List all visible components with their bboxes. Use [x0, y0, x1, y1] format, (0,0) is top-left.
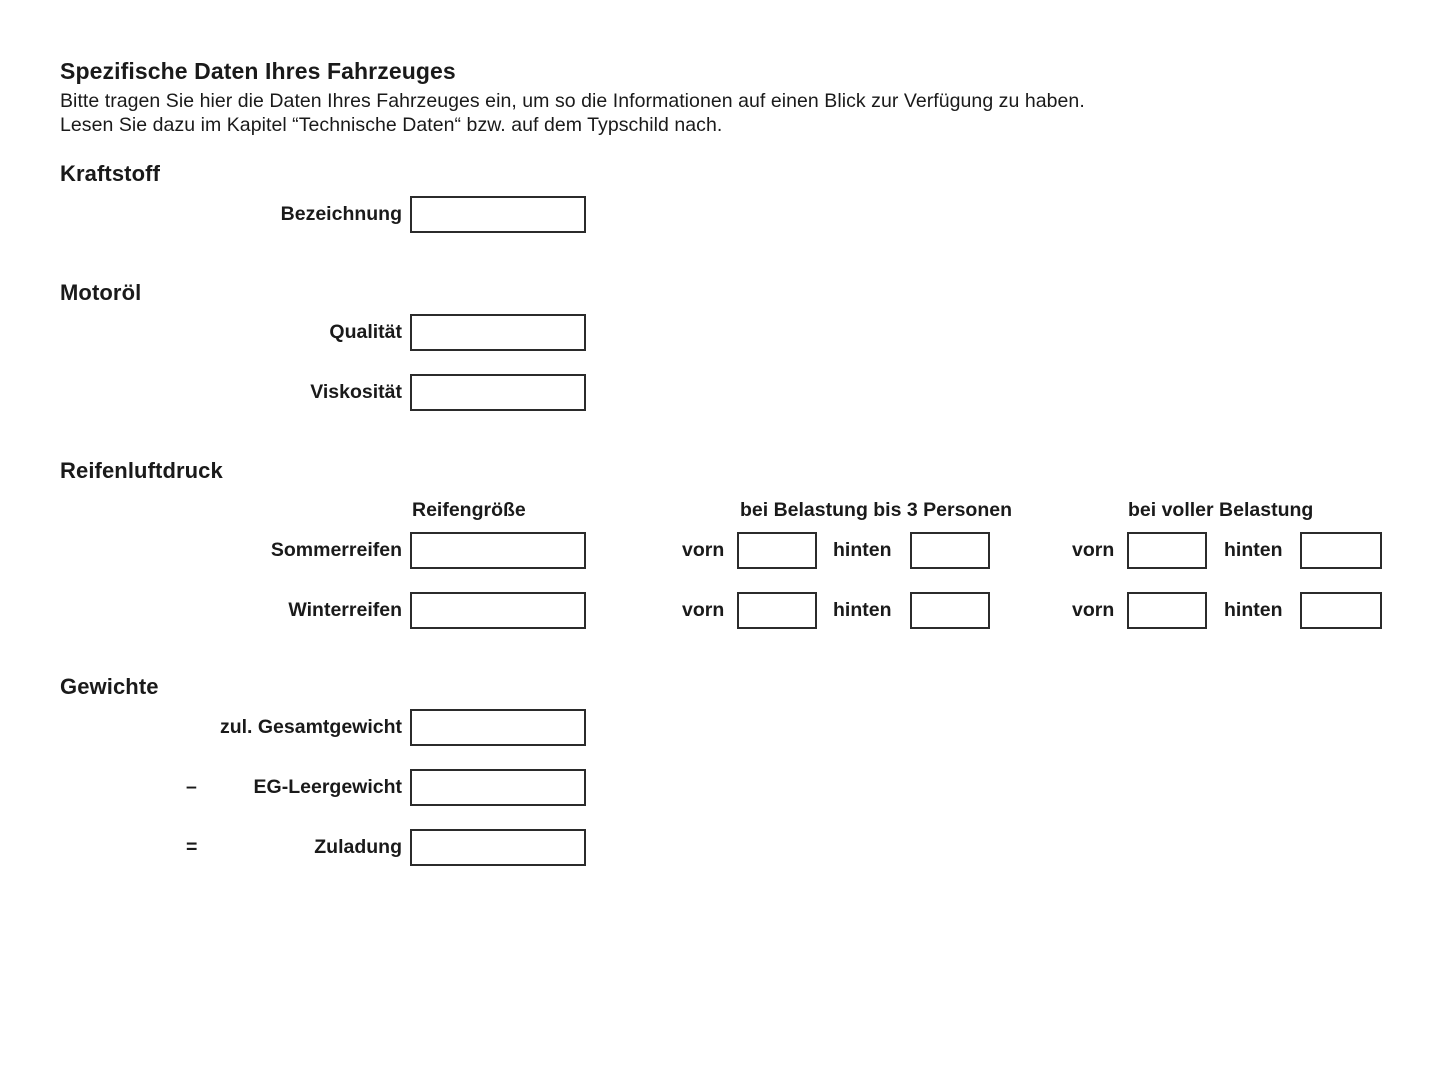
- label-winterreifen-last3-vorn: vorn: [682, 599, 725, 621]
- operator-minus-sign: –: [186, 776, 197, 798]
- label-sommerreifen: Sommerreifen: [270, 539, 402, 561]
- label-zuladung: Zuladung: [314, 836, 402, 858]
- page-title: Spezifische Daten Ihres Fahrzeuges: [60, 58, 456, 84]
- label-qualitaet: Qualität: [329, 321, 402, 343]
- input-winterreifen-voll-hinten[interactable]: [1300, 592, 1382, 629]
- input-sommerreifen-last3-vorn[interactable]: [737, 532, 817, 569]
- input-eg-leergewicht[interactable]: [410, 769, 586, 806]
- section-heading-motoroel: Motoröl: [60, 280, 142, 305]
- input-sommerreifen-last3-hinten[interactable]: [910, 532, 990, 569]
- label-sommerreifen-voll-hinten: hinten: [1224, 539, 1283, 561]
- label-winterreifen-voll-vorn: vorn: [1072, 599, 1115, 621]
- label-sommerreifen-voll-vorn: vorn: [1072, 539, 1115, 561]
- label-bezeichnung: Bezeichnung: [280, 203, 402, 225]
- input-winterreifen-last3-vorn[interactable]: [737, 592, 817, 629]
- input-winterreifen-last3-hinten[interactable]: [910, 592, 990, 629]
- column-header-volle-belastung: bei voller Belastung: [1128, 499, 1314, 521]
- input-zuladung[interactable]: [410, 829, 586, 866]
- column-header-belastung-drei-personen: bei Belastung bis 3 Personen: [740, 499, 1012, 521]
- input-sommerreifen-voll-vorn[interactable]: [1127, 532, 1207, 569]
- label-winterreifen: Winterreifen: [288, 599, 402, 621]
- section-heading-gewichte: Gewichte: [60, 674, 159, 699]
- label-viskositaet: Viskosität: [310, 381, 402, 403]
- input-bezeichnung[interactable]: [410, 196, 586, 233]
- label-zul-gesamtgewicht: zul. Gesamtgewicht: [219, 716, 402, 738]
- input-winterreifen-voll-vorn[interactable]: [1127, 592, 1207, 629]
- label-sommerreifen-last3-hinten: hinten: [833, 539, 892, 561]
- section-heading-reifenluftdruck: Reifenluftdruck: [60, 458, 223, 483]
- input-zul-gesamtgewicht[interactable]: [410, 709, 586, 746]
- input-winterreifen-reifengroesse[interactable]: [410, 592, 586, 629]
- section-heading-kraftstoff: Kraftstoff: [60, 161, 160, 186]
- operator-equals-sign: =: [186, 836, 198, 858]
- intro-text-line-2: Lesen Sie dazu im Kapitel “Technische Da…: [60, 114, 723, 136]
- input-sommerreifen-voll-hinten[interactable]: [1300, 532, 1382, 569]
- input-sommerreifen-reifengroesse[interactable]: [410, 532, 586, 569]
- intro-text-line-1: Bitte tragen Sie hier die Daten Ihres Fa…: [60, 90, 1085, 112]
- label-eg-leergewicht: EG-Leergewicht: [253, 776, 402, 798]
- label-sommerreifen-last3-vorn: vorn: [682, 539, 725, 561]
- column-header-reifengroesse: Reifengröße: [412, 499, 526, 521]
- input-qualitaet[interactable]: [410, 314, 586, 351]
- label-winterreifen-voll-hinten: hinten: [1224, 599, 1283, 621]
- label-winterreifen-last3-hinten: hinten: [833, 599, 892, 621]
- input-viskositaet[interactable]: [410, 374, 586, 411]
